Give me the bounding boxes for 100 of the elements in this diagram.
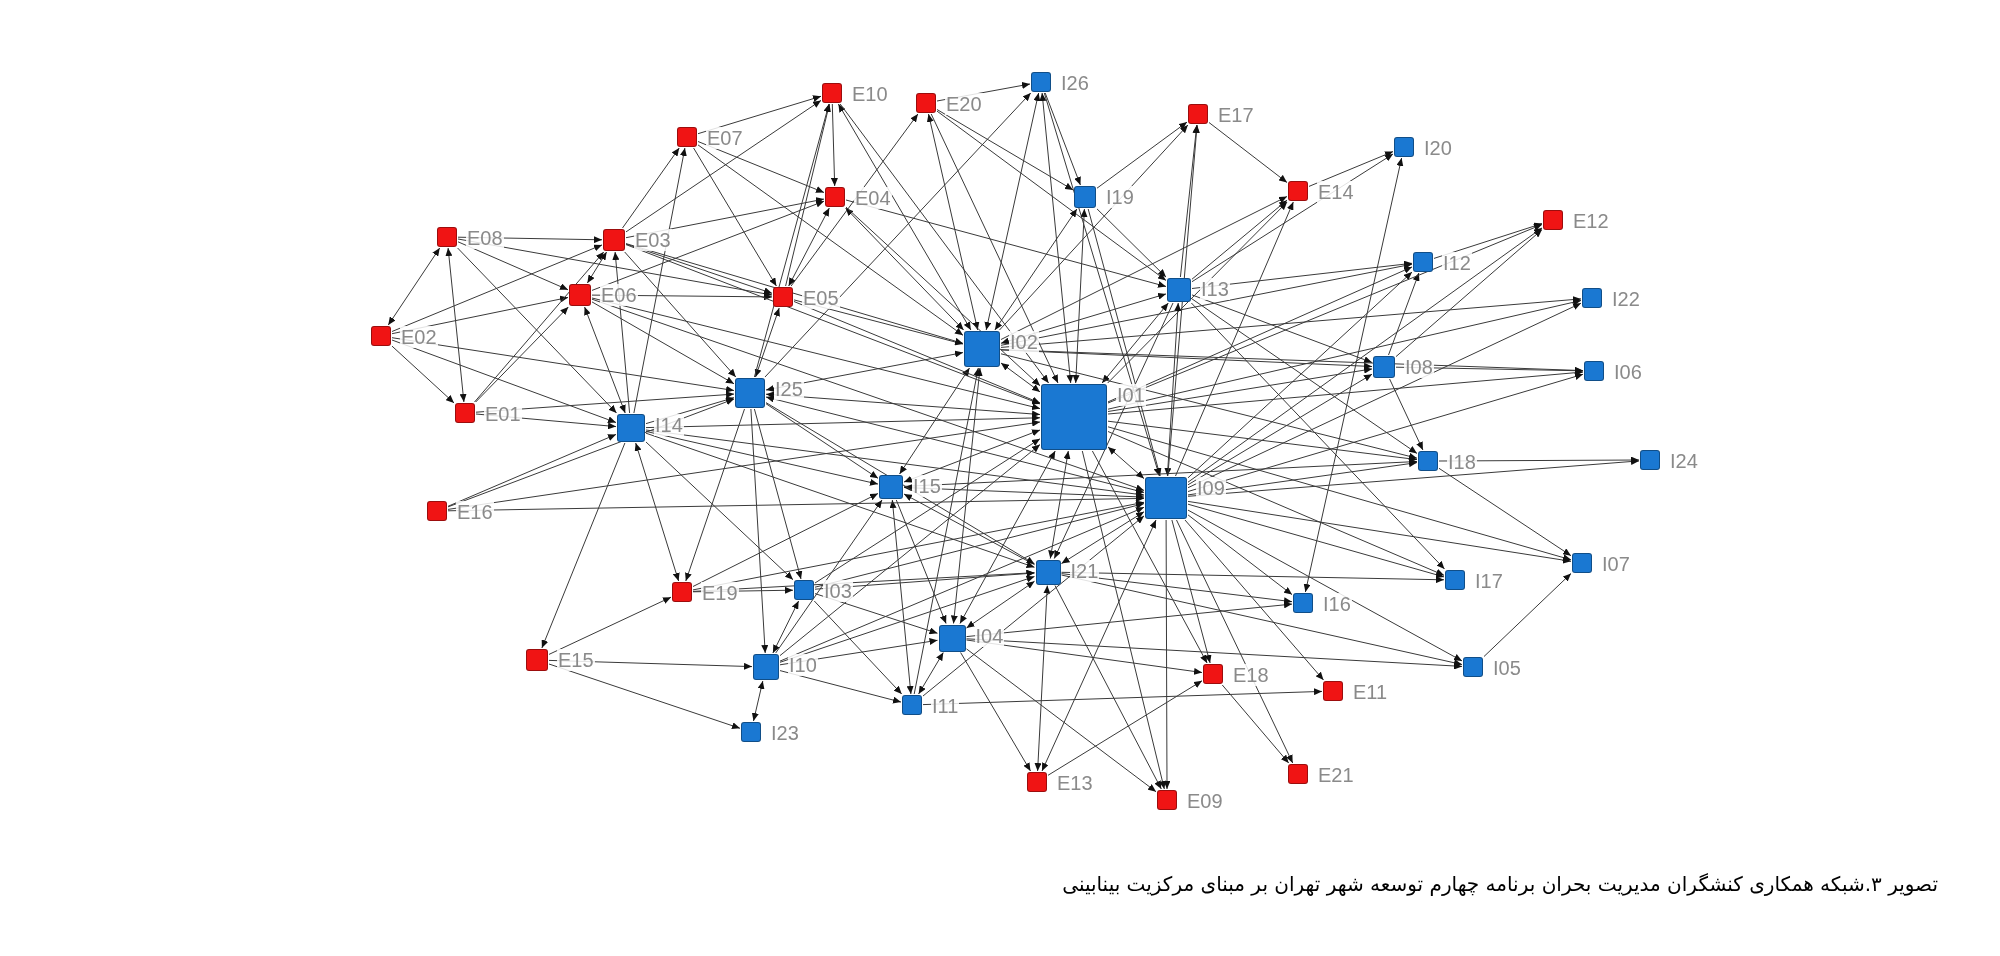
arrow <box>1167 124 1200 477</box>
arrow <box>645 414 1041 429</box>
node-label: E02 <box>400 326 438 348</box>
node-label: I15 <box>912 475 942 497</box>
arrow <box>779 506 1145 662</box>
arrow <box>753 103 831 378</box>
arrow <box>1107 426 1572 561</box>
node-label: E20 <box>945 93 983 115</box>
arrow <box>548 596 672 655</box>
node-label: E14 <box>1317 181 1355 203</box>
double-headed-arrow <box>445 247 467 403</box>
double-headed-arrow <box>837 103 972 331</box>
node-label: I14 <box>654 414 684 436</box>
arrow <box>625 99 822 233</box>
network-node <box>526 649 548 671</box>
arrow <box>750 408 769 654</box>
arrow <box>457 247 617 414</box>
double-headed-arrow <box>959 450 1056 624</box>
network-node <box>1157 790 1177 810</box>
arrow <box>591 301 735 385</box>
double-headed-arrow <box>584 306 626 414</box>
arrow <box>1171 519 1212 664</box>
arrow <box>1000 296 1582 348</box>
double-headed-arrow <box>984 92 1041 331</box>
network-node <box>1167 278 1191 302</box>
network-node <box>371 326 391 346</box>
arrow <box>960 652 1031 772</box>
network-node <box>1543 210 1563 230</box>
double-headed-arrow <box>751 680 765 722</box>
arrow <box>839 103 1050 384</box>
arrow <box>785 103 831 287</box>
node-label: I01 <box>1116 384 1146 406</box>
node-label: E15 <box>557 649 595 671</box>
node-label: E06 <box>600 284 638 306</box>
arrow <box>693 147 777 287</box>
arrow <box>1187 509 1463 662</box>
double-headed-arrow <box>1000 362 1041 393</box>
arrow <box>645 441 794 581</box>
network-node <box>1074 186 1096 208</box>
arrow <box>903 493 1035 566</box>
arrow <box>814 502 1145 588</box>
double-headed-arrow <box>1039 92 1074 384</box>
arrow <box>1000 349 1584 374</box>
arrow <box>1047 680 1203 776</box>
double-headed-arrow <box>788 207 830 287</box>
arrow <box>645 429 1145 498</box>
arrow <box>475 306 569 403</box>
network-node <box>437 227 457 247</box>
network-node <box>1323 681 1343 701</box>
arrow <box>895 499 947 624</box>
node-label: E18 <box>1232 664 1270 686</box>
double-headed-arrow <box>950 367 983 624</box>
arrow <box>966 601 1293 638</box>
arrow <box>1054 585 1162 790</box>
network-node <box>1582 288 1602 308</box>
arrow <box>1187 227 1543 483</box>
arrow <box>1096 121 1188 189</box>
network-node <box>794 580 814 600</box>
arrow <box>1107 420 1418 463</box>
network-node <box>1035 559 1061 585</box>
arrow <box>966 638 1463 670</box>
node-label: E07 <box>706 127 744 149</box>
arrow <box>1187 302 1582 489</box>
double-headed-arrow <box>754 307 780 378</box>
arrow <box>391 339 617 423</box>
network-node <box>1572 553 1592 573</box>
arrow <box>1061 571 1445 584</box>
arrow <box>447 433 617 507</box>
double-headed-arrow <box>1101 302 1169 384</box>
arrow <box>447 495 1145 512</box>
arrow <box>966 648 1157 793</box>
arrow <box>1081 450 1166 790</box>
arrow <box>645 432 1035 568</box>
arrow <box>913 367 981 695</box>
network-node <box>879 475 903 499</box>
network-node <box>1041 384 1107 450</box>
double-headed-arrow <box>1034 585 1051 772</box>
network-node <box>1288 764 1308 784</box>
arrow <box>922 688 1323 706</box>
network-node <box>617 414 645 442</box>
network-node <box>1640 450 1660 470</box>
arrow <box>622 147 680 229</box>
arrow <box>1308 151 1394 187</box>
arrow <box>697 95 822 135</box>
double-headed-arrow <box>1048 450 1071 559</box>
arrow <box>1096 208 1167 278</box>
node-label: I19 <box>1105 186 1135 208</box>
network-node <box>1445 570 1465 590</box>
arrow <box>1208 122 1288 183</box>
network-node <box>1373 356 1395 378</box>
network-node <box>1145 477 1187 519</box>
arrow <box>1087 208 1162 477</box>
network-node <box>741 722 761 742</box>
double-headed-arrow <box>634 442 680 582</box>
arrow <box>1107 366 1373 412</box>
arrow <box>813 600 903 695</box>
double-headed-arrow <box>889 499 914 695</box>
network-node <box>569 284 591 306</box>
network-node <box>603 229 625 251</box>
double-headed-arrow <box>845 207 965 331</box>
